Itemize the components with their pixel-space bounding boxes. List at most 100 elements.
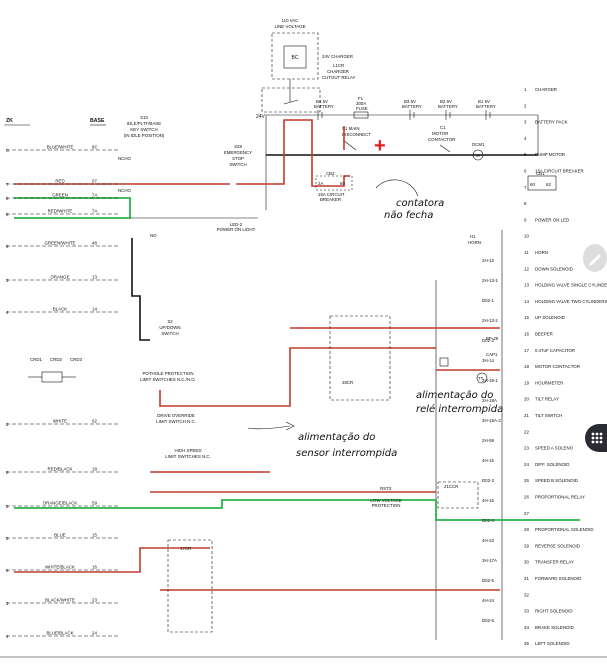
hourmeter-symbol bbox=[476, 372, 488, 384]
s1-label: S1 MAIN bbox=[342, 126, 360, 131]
wire-zone-number: 3 bbox=[6, 601, 9, 606]
c1-label: C1 bbox=[440, 125, 446, 130]
component-label: HORN bbox=[535, 250, 548, 255]
coil-code: 3H-17A bbox=[482, 558, 497, 563]
dcm1-label: DCM1 bbox=[472, 142, 485, 147]
s10-label: S10 bbox=[140, 115, 148, 120]
relay-28cr: 28CR bbox=[342, 380, 353, 385]
s10-ncho-2: NCHO bbox=[118, 188, 132, 193]
s10-sub2: KEY SWITCH bbox=[130, 127, 157, 132]
line-number: 27 bbox=[524, 511, 529, 516]
component-label: RIGHT SOLENOID bbox=[535, 609, 573, 614]
svg-text:BATTERY: BATTERY bbox=[476, 104, 496, 109]
wire-zone-number: 6 bbox=[6, 212, 9, 217]
coil-code: 2H-13-2 bbox=[482, 318, 498, 323]
s28-sub1: EMERGENCY bbox=[224, 150, 252, 155]
wire-color-label: RED/BLACK bbox=[48, 467, 73, 472]
led2-label: LED-2 bbox=[230, 222, 243, 227]
wire-color-label: WHITE/BLACK bbox=[45, 565, 75, 570]
component-label: SPEED A SOLENO bbox=[535, 446, 574, 451]
coil-code: 2H-19-1 bbox=[482, 378, 498, 383]
cb2-label: CB2 bbox=[326, 171, 335, 176]
coil-code: 4H-15 bbox=[482, 458, 495, 463]
battery-b2: B2 6V BATTERY bbox=[438, 99, 458, 120]
battery-b3: B3 6V BATTERY bbox=[402, 99, 422, 120]
green-wire-orange-black bbox=[14, 499, 580, 521]
wire-zone-number: 9 bbox=[6, 244, 9, 249]
low-voltage-label: LOW VOLTAGE bbox=[370, 498, 401, 503]
svg-text:B3 6V: B3 6V bbox=[404, 99, 416, 104]
component-label: TILT SWITCH bbox=[535, 413, 562, 418]
l1cr-sub2: CUTOUT RELAY bbox=[322, 75, 355, 80]
cap1-label: CAP1 bbox=[486, 352, 498, 357]
component-label: PUMP MOTOR bbox=[535, 152, 565, 157]
wire-number-label: 07 bbox=[92, 179, 97, 184]
cb1-pin-b: 62 bbox=[546, 182, 551, 187]
fuse-f1: F1 300A FUSE bbox=[353, 96, 369, 119]
h1-sub: HORN bbox=[468, 240, 481, 245]
h1-label: H1 bbox=[470, 234, 476, 239]
svg-text:BATTERY: BATTERY bbox=[402, 104, 422, 109]
s28-sub3: SWITCH bbox=[229, 162, 246, 167]
high-speed-label: HIGH SPEED bbox=[174, 448, 201, 453]
annotation-contactor: contatora não fecha bbox=[375, 179, 444, 221]
line-number: 29 bbox=[524, 543, 529, 548]
line-voltage-sub: LINE VOLTAGE bbox=[274, 24, 305, 29]
component-label: LEFT SOLENOID bbox=[535, 641, 570, 646]
line-number: 4 bbox=[524, 136, 527, 141]
cb1-label: CB1 bbox=[536, 171, 545, 176]
component-label: DIFF. SOLENOID bbox=[535, 462, 569, 467]
edit-fab[interactable] bbox=[583, 244, 607, 272]
line-number: 12 bbox=[524, 266, 529, 271]
wire-color-label: BLUE/BLACK bbox=[46, 631, 73, 636]
wire-color-label: RED/WHITE bbox=[48, 209, 73, 214]
line-number: 20 bbox=[524, 397, 529, 402]
l1cr-sub1: CHARGER bbox=[327, 69, 349, 74]
line-number: 6 bbox=[524, 169, 527, 174]
wire-number-label: 7A bbox=[92, 193, 97, 198]
line-number: 22 bbox=[524, 429, 529, 434]
line-number: 9 bbox=[524, 217, 527, 222]
component-label: CHARGER bbox=[535, 87, 557, 92]
wire-number-label: 18 bbox=[92, 467, 97, 472]
component-label: REVERSE SOLENOID bbox=[535, 543, 580, 548]
coil-code: 3H-18A-2 bbox=[482, 418, 501, 423]
annotation-rele: alimentação do relé interrompida bbox=[416, 357, 503, 415]
line-number: 7 bbox=[524, 185, 527, 190]
wire-color-label: BLUE bbox=[54, 533, 66, 538]
wire-zone-number: 6 bbox=[6, 196, 9, 201]
coil-code: D02-4 bbox=[482, 518, 495, 523]
wire-color-label: ORANGE bbox=[50, 275, 69, 280]
wire-zone-number: 6 bbox=[6, 568, 9, 573]
led2-sub: POWER ON LIGHT bbox=[217, 227, 256, 232]
wire-color-label: GREEN/WHITE bbox=[45, 241, 76, 246]
s10-ncho: NCHO bbox=[118, 156, 132, 161]
wire-zone-number: 4 bbox=[6, 634, 9, 639]
wire-number-label: 14 bbox=[92, 307, 97, 312]
wire-zone-number: 5 bbox=[6, 536, 9, 541]
pothole-label: POTHOLE PROTECTION bbox=[143, 371, 194, 376]
component-label: BRAKE SOLENOID bbox=[535, 625, 574, 630]
component-label: BATTERY PACK bbox=[535, 120, 568, 125]
line-number: 17 bbox=[524, 348, 529, 353]
line-number: 34 bbox=[524, 625, 529, 630]
pothole-sub: LIMIT SWITCHES N.C./N.O. bbox=[140, 377, 196, 382]
wire-color-label: GREEN bbox=[52, 193, 68, 198]
line-number: 15 bbox=[524, 315, 529, 320]
coil-code: 4H-16 bbox=[482, 498, 495, 503]
component-label: DOWN SOLENOID bbox=[535, 266, 573, 271]
svg-text:B1 6V: B1 6V bbox=[478, 99, 490, 104]
apps-fab[interactable] bbox=[585, 424, 607, 452]
coil-code: D02-5 bbox=[482, 578, 495, 583]
wire-color-label: BLUE/WHITE bbox=[47, 145, 74, 150]
svg-text:BATTERY: BATTERY bbox=[438, 104, 458, 109]
component-label: HOLDING VALVE SINGLE CYLINDER bbox=[535, 283, 607, 288]
high-speed-sub: LIMIT SWITCHES N.C. bbox=[165, 454, 211, 459]
grid-icon bbox=[591, 432, 603, 444]
wire-number-label: 8C bbox=[92, 145, 98, 150]
line-voltage-label: 110 VAC bbox=[282, 18, 299, 23]
dark-wire-vertical bbox=[131, 238, 150, 341]
